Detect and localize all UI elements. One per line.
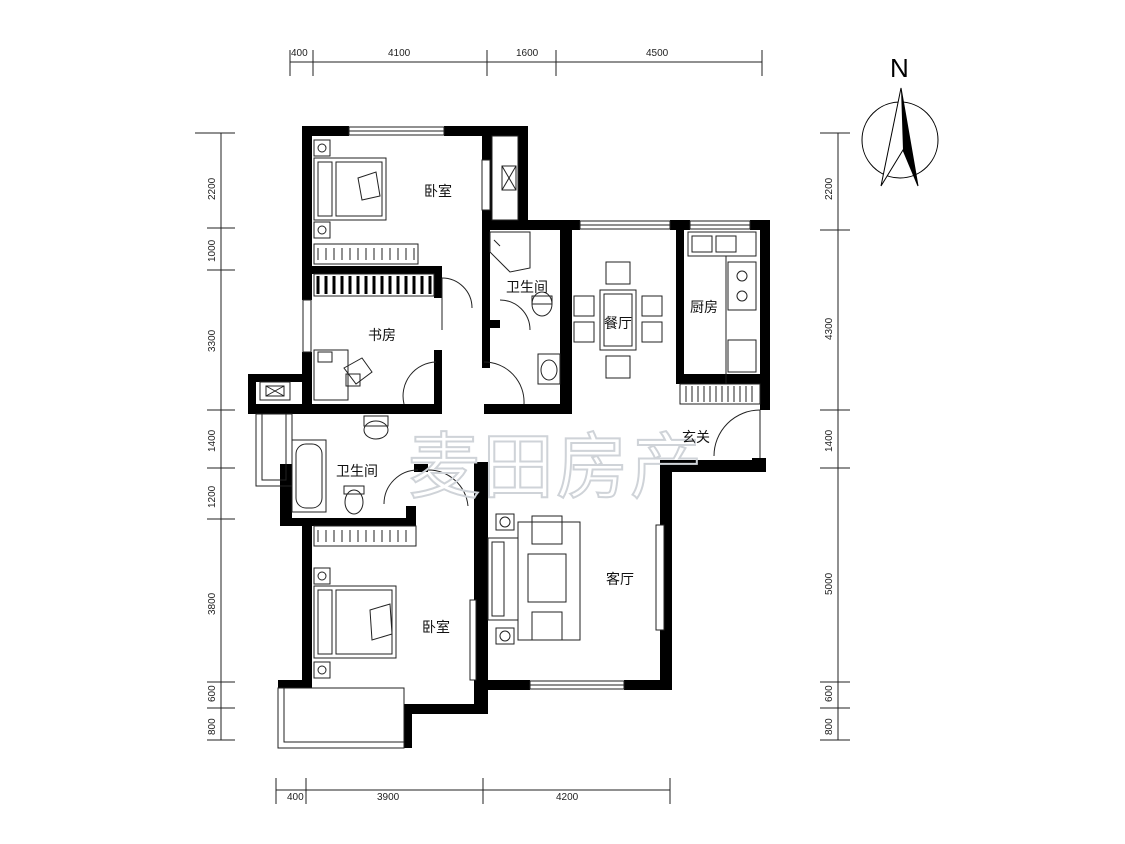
right-dimension-line: 2200 4300 1400 5000 600 800	[820, 132, 850, 741]
dim-left-8: 800	[207, 718, 218, 735]
dim-top-1: 400	[291, 48, 308, 59]
dim-left-2: 1000	[207, 239, 218, 262]
dim-right-4: 5000	[824, 572, 835, 595]
upper-bathroom-fixtures	[489, 231, 561, 385]
dim-left-4: 1400	[207, 429, 218, 452]
dim-top-3: 1600	[516, 48, 539, 59]
dim-left-1: 2200	[207, 177, 218, 200]
dim-right-1: 2200	[824, 177, 835, 200]
dim-bottom-2: 3900	[377, 792, 400, 803]
dim-right-3: 1400	[824, 429, 835, 452]
lower-bed-icon	[313, 567, 397, 679]
lower-bathroom-fixtures	[291, 415, 389, 515]
desk-icon	[313, 349, 373, 401]
room-label-dining: 餐厅	[604, 316, 632, 332]
bookshelf-icon	[313, 273, 435, 297]
room-label-bedroom-bottom: 卧室	[422, 619, 450, 636]
bottom-dimension-line: 400 3900 4200	[275, 778, 671, 804]
dim-left-6: 3800	[207, 592, 218, 615]
wardrobe-icon	[313, 243, 419, 265]
doors	[383, 277, 761, 507]
top-dimension-line: 400 4100 1600 4500	[289, 48, 763, 76]
sofa-set-icon	[487, 513, 581, 645]
room-label-study: 书房	[368, 328, 396, 344]
dim-left-3: 3300	[207, 329, 218, 352]
dim-top-2: 4100	[388, 48, 411, 59]
dining-table-icon	[573, 261, 663, 379]
north-label: N	[890, 53, 909, 83]
furniture	[291, 139, 761, 679]
dim-right-2: 4300	[824, 317, 835, 340]
room-label-kitchen: 厨房	[690, 300, 718, 316]
kitchen-counter-icon	[687, 231, 757, 384]
dim-right-6: 800	[824, 718, 835, 735]
watermark-text: 麦田房产	[408, 425, 704, 509]
room-label-bedroom-top: 卧室	[424, 183, 452, 200]
dim-left-5: 1200	[207, 485, 218, 508]
bed-icon	[313, 139, 387, 239]
left-dimension-line: 2200 1000 3300 1400 1200 3800 600 800	[195, 132, 235, 741]
dim-bottom-3: 4200	[556, 792, 579, 803]
room-label-bathroom-bottom: 卫生间	[336, 464, 378, 480]
dim-bottom-1: 400	[287, 792, 304, 803]
shoe-cabinet-icon	[679, 383, 761, 405]
lower-wardrobe-icon	[313, 525, 417, 547]
room-labels: 卧室 书房 卫生间 餐厅 厨房 玄关 卫生间 客厅 卧室	[336, 183, 718, 636]
dim-top-4: 4500	[646, 48, 669, 59]
room-label-living: 客厅	[606, 571, 634, 588]
walls	[248, 126, 770, 748]
dim-right-5: 600	[824, 685, 835, 702]
north-compass: N	[861, 53, 939, 187]
room-label-bathroom-top: 卫生间	[506, 280, 548, 296]
dim-left-7: 600	[207, 685, 218, 702]
room-label-entry: 玄关	[682, 429, 710, 446]
